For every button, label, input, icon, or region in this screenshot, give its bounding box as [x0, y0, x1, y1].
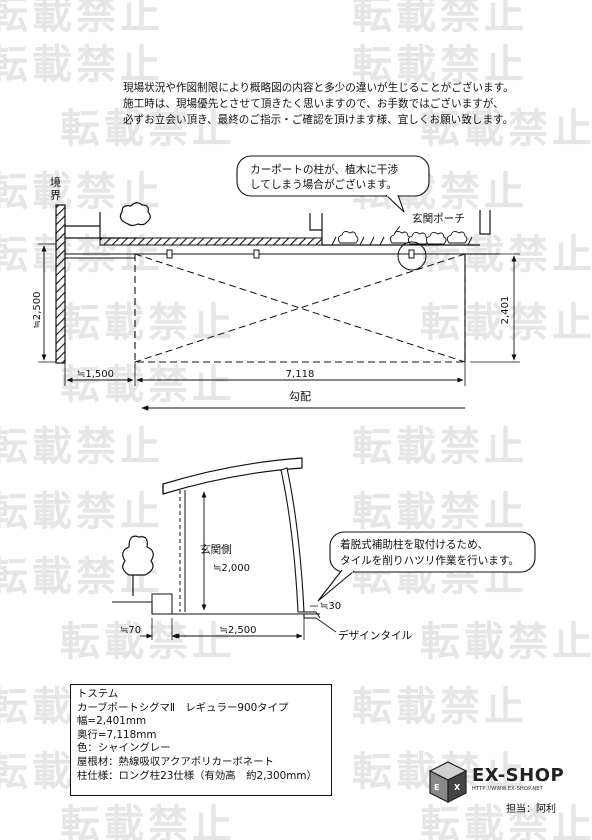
watermark-text: 転載禁止 [60, 802, 236, 840]
shrubs-row [337, 230, 468, 245]
spec-line: 奥行=7,118mm [77, 728, 157, 741]
dim-length: 7,118 [286, 369, 315, 380]
watermark-text: 転載禁止 [352, 0, 528, 38]
carport-diagonal [134, 253, 466, 363]
spec-line: カーブポートシグマⅡ レギュラー900タイプ [77, 701, 289, 714]
svg-text:X: X [454, 783, 461, 792]
spec-line: 色：シャイングレー [77, 742, 171, 755]
ground-line [112, 601, 316, 619]
spec-line: 柱仕様：ロング柱23仕様（有効高 約2,300mm） [77, 769, 317, 782]
staff-label: 担当：阿利 [506, 804, 556, 815]
design-tile [304, 611, 321, 619]
slope-label: 勾配 [289, 390, 311, 403]
spec-line: トステム [77, 688, 119, 700]
spec-box: トステム カーブポートシグマⅡ レギュラー900タイプ 幅=2,401mm 奥行… [70, 684, 332, 796]
callout-text: してしまう場合がございます。 [250, 178, 397, 191]
callout-bubble [236, 155, 430, 197]
callout-bubble [329, 531, 536, 573]
watermark-text: 転載禁止 [60, 106, 236, 152]
watermark-text: 転載禁止 [420, 106, 592, 152]
dim-2500: ≒2,500 [219, 625, 256, 636]
watermark-text: 転載禁止 [420, 300, 592, 346]
dim-left-height: ≒2,500 [32, 291, 43, 328]
watermark-text: 転載禁止 [352, 684, 528, 730]
left-curb [151, 593, 173, 615]
watermark-text: 転載禁止 [420, 619, 592, 665]
watermark-text: 転載禁止 [352, 42, 528, 88]
section-roof [162, 457, 303, 495]
dim-30: ≒30 [320, 601, 341, 612]
logo-url: HTTP://WWW.EX-SHOP.NET [472, 786, 543, 792]
eaves-hatch [99, 237, 323, 246]
watermark-text: 転載禁止 [0, 424, 164, 470]
logo-name: EX-SHOP [472, 765, 565, 786]
notice-line: 現場状況や作図制限により概略図の内容と多少の違いが生じることがございます。 [123, 82, 514, 94]
cube-logo-icon: E X [428, 761, 468, 803]
house-outline [65, 212, 101, 238]
svg-text:E: E [434, 783, 439, 792]
post-marker [408, 249, 415, 259]
watermark-text: 転載禁止 [352, 489, 528, 535]
watermark-text: 転載禁止 [352, 424, 528, 470]
tree-icon [122, 535, 154, 596]
watermark-text: 転載禁止 [0, 489, 164, 535]
spec-line: 幅=2,401mm [77, 715, 147, 728]
notice-line: 必ずお立会い頂き、最終のご指示・ご確認を頂けます様、宜しくお願い致します。 [123, 114, 514, 126]
entrance-side-label: 玄関側 [200, 543, 232, 556]
boundary-label-1: 境 [50, 175, 61, 189]
tile-label: デザインタイル [338, 629, 413, 642]
dim-right-height: 2,401 [500, 296, 511, 325]
tree-icon [119, 202, 151, 227]
main-post [280, 467, 305, 613]
callout-text: カーポートの柱が、植木に干渉 [250, 163, 399, 176]
callout-text: タイルを削りハツリ作業を行います。 [340, 554, 519, 567]
section-height-label: ≒2,000 [213, 563, 250, 574]
boundary-wall [55, 204, 66, 364]
plan-view: 境 界 [32, 155, 520, 411]
shop-logo: E X EX-SHOP HTTP://WWW.EX-SHOP.NET 担当：阿利 [428, 760, 568, 820]
interference-circle [397, 241, 427, 271]
watermark-text: 転載禁止 [60, 362, 236, 408]
notice-line: 施工時は、現場優先とさせて頂きたく思いますので、お手数ではございますが、 [123, 98, 504, 110]
watermark-text: 転載禁止 [0, 0, 164, 38]
callout-text: 着脱式補助柱を取付けるため、 [340, 538, 488, 551]
notice-block: 現場状況や作図制限により概略図の内容と多少の違いが生じることがございます。 施工… [123, 80, 583, 128]
dim-offset: ≒1,500 [77, 369, 114, 380]
post-marker [253, 249, 260, 259]
carport-diagonal [134, 253, 466, 363]
spec-line: 屋根材：熱線吸収アクアポリカーボネート [77, 755, 274, 768]
carport-roof [134, 253, 466, 363]
watermark-text: 転載禁止 [60, 300, 236, 346]
dim-70: ≒70 [120, 625, 141, 636]
section-view: 玄関側 ≒2,000 着脱式補助柱を取付けるため、 タイルを削りハツリ作業を行い… [112, 457, 536, 642]
boundary-label-2: 界 [50, 189, 61, 202]
watermark-text: 転載禁止 [420, 802, 592, 840]
watermark-text: 転載禁止 [60, 619, 236, 665]
porch-label: 玄関ポーチ [412, 212, 465, 225]
post-marker [166, 249, 173, 259]
watermark-text: 転載禁止 [0, 42, 164, 88]
